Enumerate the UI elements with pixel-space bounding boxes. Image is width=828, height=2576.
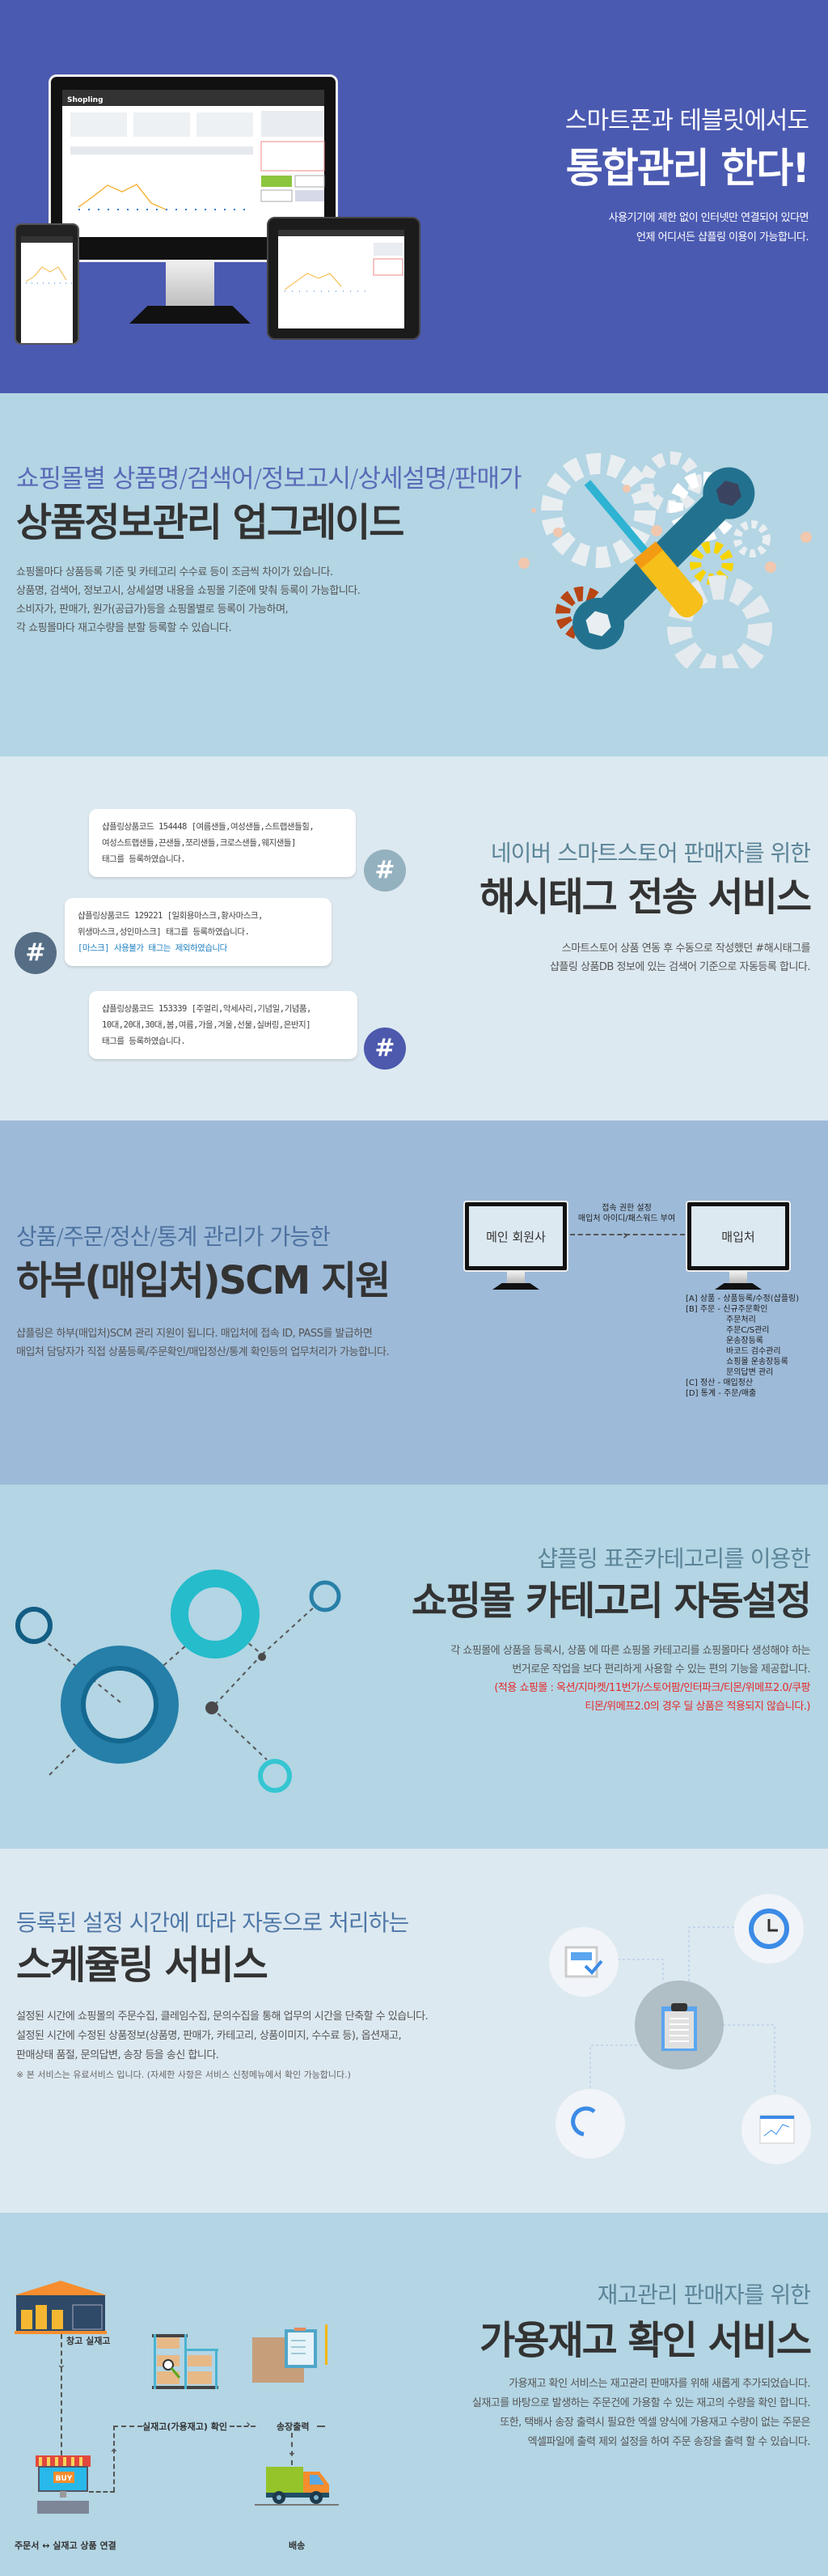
delivery-truck-icon — [255, 2467, 339, 2506]
section-title: 상품정보관리 업그레이드 — [16, 500, 404, 545]
online-shop-computer-icon: BUY — [36, 2455, 91, 2514]
hashtag-icon: # — [364, 849, 406, 892]
inventory-shelf-magnifier-icon — [152, 2334, 218, 2389]
hashtag-section: 샵플링상품코드 154448 [여름샌들,여성샌들,스트랩샌들힐, 여성스트랩샌… — [0, 756, 828, 1121]
chevron-up-icon: ⌃ — [109, 2447, 119, 2460]
scm-section: 상품/주문/정산/통계 관리가 가능한 하부(매입처)SCM 지원 샵플링은 하… — [0, 1121, 828, 1485]
invoice-box-clipboard-icon — [252, 2324, 327, 2383]
section-description: 각 쇼핑몰에 상품을 등록시, 상품 에 따른 쇼핑몰 카테고리를 쇼핑몰마다 … — [450, 1645, 810, 1713]
inventory-section: 재고관리 판매자를 위한 가용재고 확인 서비스 가용재고 확인 서비스는 재고… — [0, 2213, 828, 2576]
dashed-arrow — [570, 1234, 685, 1235]
main-member-monitor: 메인 회원사 — [463, 1201, 568, 1272]
section-description: 설정된 시간에 쇼핑몰의 주문수집, 클레임수집, 문의수집을 통해 업무의 시… — [16, 2010, 429, 2061]
hero-subtitle: 스마트폰과 테블릿에서도 — [564, 107, 809, 135]
connected-circles-icon — [15, 1570, 341, 1793]
vendor-function-list: [A] 상품 - 상품등록/수정(샵플링) [B] 주문 - 신규주문확인 주문… — [686, 1294, 800, 1398]
delivery-label: 배송 — [289, 2540, 306, 2551]
paid-service-note: ※ 본 서비스는 유료서비스 입니다. (자세한 사항은 서비스 신청메뉴에서 … — [16, 2070, 351, 2080]
schedule-network-icon — [549, 1894, 811, 2164]
monitor-base — [129, 306, 251, 324]
section-description: 가용재고 확인 서비스는 재고관리 판매자를 위해 새롭게 추가되었습니다. 실… — [471, 2378, 811, 2448]
applicable-malls-note: (적용 쇼핑몰 : 옥션/지마켓/11번가/스토어팜/인터파크/티몬/위메프2.… — [494, 1682, 810, 1694]
desktop-monitor-illustration: Shopling — [49, 74, 338, 262]
hashtag-bubble: 샵플링상품코드 153339 [주얼리,악세사리,기념일,기념품, 10대,20… — [89, 991, 357, 1059]
hero-description: 사용기기에 제한 없이 인터넷만 연결되어 있다면 언제 어디서든 샵플링 이용… — [608, 212, 809, 244]
section-subtitle: 샵플링 표준카테고리를 이용한 — [537, 1545, 811, 1572]
order-stock-link-label: 주문서 ↔ 실재고 상품 연결 — [15, 2540, 116, 2551]
section-title: 스케쥴링 서비스 — [16, 1943, 268, 1988]
hashtag-bubble: 샵플링상품코드 154448 [여름샌들,여성샌들,스트랩샌들힐, 여성스트랩샌… — [89, 809, 356, 877]
hashtag-icon: # — [364, 1027, 406, 1070]
chevron-right-icon: › — [246, 2418, 251, 2431]
access-setting-note: 접속 권한 설정 매입처 아이디/패스워드 부여 — [577, 1204, 676, 1223]
mobile-chart-icon — [25, 266, 73, 284]
section-description: 쇼핑몰마다 상품등록 기준 및 카테고리 수수료 등이 조금씩 차이가 있습니다… — [16, 566, 361, 634]
hero-section: Shopling 스마트폰과 테블릿에서도 통합관리 한다! — [0, 0, 828, 393]
section-subtitle: 상품/주문/정산/통계 관리가 가능한 — [16, 1223, 331, 1250]
desktop-screen: Shopling — [62, 90, 325, 237]
section-description: 스마트스토어 상품 연동 후 수동으로 작성했던 #해시태그를 샵플링 상품DB… — [549, 943, 811, 973]
tablet-chart-icon — [284, 243, 403, 292]
available-stock-check-label: 실재고(가용재고) 확인 — [142, 2421, 227, 2432]
warehouse-stock-label: 창고 실재고 — [66, 2336, 111, 2346]
hero-title: 통합관리 한다! — [565, 145, 810, 192]
invoice-print-label: 송장출력 — [277, 2421, 310, 2432]
chevron-down-icon: ⌄ — [57, 2358, 66, 2371]
app-header-bar: Shopling — [62, 90, 324, 106]
dashboard-chart-icon — [70, 111, 325, 210]
section-subtitle: 네이버 스마트스토어 판매자를 위한 — [490, 840, 811, 866]
monitor-stand — [166, 262, 214, 309]
chevron-right-icon: › — [623, 1227, 628, 1243]
tablet-illustration — [267, 217, 420, 340]
section-subtitle: 쇼핑몰별 상품명/검색어/정보고시/상세설명/판매가 — [16, 464, 522, 494]
section-title: 해시태그 전송 서비스 — [479, 875, 812, 920]
smartphone-illustration — [15, 223, 79, 345]
svg-text:BUY: BUY — [56, 2475, 73, 2483]
section-subtitle: 등록된 설정 시간에 따라 자동으로 처리하는 — [16, 1909, 409, 1936]
vendor-monitor: 매입처 — [686, 1201, 791, 1272]
scheduling-section: 등록된 설정 시간에 따라 자동으로 처리하는 스케쥴링 서비스 설정된 시간에… — [0, 1849, 828, 2213]
section-description: 샵플링은 하부(매입처)SCM 관리 지원이 됩니다. 매입처에 접속 ID, … — [16, 1328, 390, 1358]
section-title: 쇼핑몰 카테고리 자동설정 — [411, 1578, 812, 1624]
section-title: 하부(매입처)SCM 지원 — [16, 1258, 391, 1303]
hashtag-bubble: 샵플링상품코드 129221 [일회용마스크,황사마스크, 위생마스크,성인마스… — [65, 898, 332, 966]
warehouse-icon — [15, 2281, 107, 2334]
hashtag-icon: # — [15, 932, 57, 974]
category-section: 샵플링 표준카테고리를 이용한 쇼핑몰 카테고리 자동설정 각 쇼핑몰에 상품을… — [0, 1485, 828, 1849]
section-subtitle: 재고관리 판매자를 위한 — [597, 2282, 811, 2308]
product-info-section: 쇼핑몰별 상품명/검색어/정보고시/상세설명/판매가 상품정보관리 업그레이드 … — [0, 393, 828, 756]
shopling-logo: Shopling — [67, 96, 104, 104]
section-title: 가용재고 확인 서비스 — [479, 2318, 812, 2363]
wrench-screwdriver-gears-icon — [518, 451, 812, 668]
chevron-down-icon: ⌄ — [287, 2446, 297, 2459]
